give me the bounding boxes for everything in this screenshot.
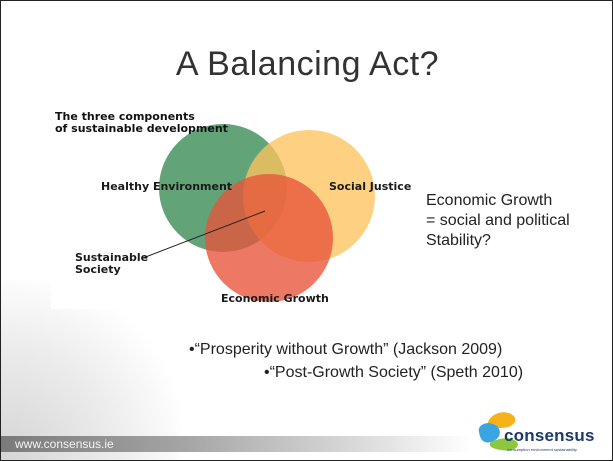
label-sustainable-line2: Society — [75, 263, 121, 276]
corner-gradient — [1, 280, 181, 460]
label-sustainable-line1: Sustainable — [75, 251, 149, 264]
label-healthy-environment: Healthy Environment — [101, 180, 233, 193]
footer-bar — [1, 436, 471, 452]
venn-caption-line2: of sustainable development — [55, 122, 228, 135]
side-note-line3: Stability? — [426, 232, 491, 249]
venn-diagram: The three components of sustainable deve… — [51, 101, 413, 309]
bullet-post-growth: •“Post-Growth Society” (Speth 2010) — [264, 364, 524, 381]
side-note-line1: Economic Growth — [426, 192, 553, 209]
side-note: Economic Growth = social and political S… — [426, 191, 570, 251]
slide-title: A Balancing Act? — [175, 45, 440, 83]
venn-caption: The three components of sustainable deve… — [55, 111, 228, 135]
venn-caption-line1: The three components — [55, 110, 195, 123]
side-note-line2: = social and political — [426, 212, 570, 229]
bullet-prosperity: •“Prosperity without Growth” (Jackson 20… — [189, 341, 503, 358]
label-economic-growth: Economic Growth — [221, 292, 329, 305]
footer-url[interactable]: www.consensus.ie — [15, 437, 114, 451]
consensus-logo-icon — [478, 412, 518, 451]
venn-svg — [142, 124, 375, 302]
label-sustainable-society: Sustainable Society — [75, 252, 148, 276]
logo-wordmark: consensus — [504, 426, 595, 445]
economic-circle — [205, 174, 333, 302]
center-pointer-line — [142, 210, 266, 259]
logo-tagline: consumption environment sustainability — [507, 447, 577, 452]
label-social-justice: Social Justice — [329, 180, 412, 193]
